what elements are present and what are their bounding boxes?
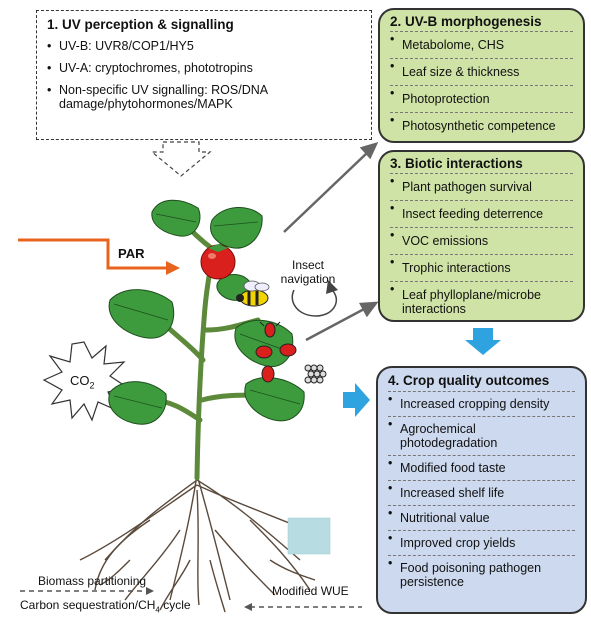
down-blue-arrow bbox=[465, 328, 501, 355]
box4-item: Nutritional value bbox=[388, 505, 575, 530]
co2-text: CO bbox=[70, 373, 90, 388]
biomass-label: Biomass partitioning bbox=[38, 574, 147, 588]
par-arrow bbox=[18, 238, 170, 270]
box2-item: Metabolome, CHS bbox=[390, 31, 573, 58]
carbon-label: Carbon sequestration/CH4 cycle bbox=[20, 598, 191, 614]
box4-item: Food poisoning pathogen persistence bbox=[388, 555, 575, 594]
wue-label: Modified WUE bbox=[272, 584, 349, 598]
carbon-subscript: 4 bbox=[155, 605, 160, 615]
egg-cluster-icon bbox=[304, 364, 327, 384]
bottom-arrows bbox=[20, 590, 362, 608]
uv-perception-box: 1. UV perception & signalling UV-B: UVR8… bbox=[36, 10, 372, 140]
co2-burst bbox=[42, 341, 130, 422]
box1-item: UV-B: UVR8/COP1/HY5 bbox=[47, 39, 361, 53]
carbon-text: Carbon sequestration/CH bbox=[20, 598, 156, 612]
insect-navigation-label: Insect navigation bbox=[280, 258, 336, 286]
co2-subscript: 2 bbox=[89, 380, 95, 391]
co2-label: CO2 bbox=[70, 373, 95, 391]
box4-item: Modified food taste bbox=[388, 455, 575, 480]
box4-item: Increased shelf life bbox=[388, 480, 575, 505]
box1-item: UV-A: cryptochromes, phototropins bbox=[47, 61, 361, 75]
box2-title: 2. UV-B morphogenesis bbox=[390, 14, 542, 29]
box1-item: Non-specific UV signalling: ROS/DNA dama… bbox=[47, 83, 367, 111]
pointer-arrows bbox=[283, 142, 379, 342]
box1-title: 1. UV perception & signalling bbox=[47, 17, 234, 32]
box3-item: Trophic interactions bbox=[390, 254, 573, 281]
box2-item: Photoprotection bbox=[390, 85, 573, 112]
crop-quality-box: 4. Crop quality outcomes Increased cropp… bbox=[376, 366, 587, 614]
biotic-interactions-box: 3. Biotic interactions Plant pathogen su… bbox=[378, 150, 585, 322]
tomato-icon bbox=[200, 244, 236, 280]
box3-item: Insect feeding deterrence bbox=[390, 200, 573, 227]
signal-arrow bbox=[150, 141, 212, 177]
box2-item: Leaf size & thickness bbox=[390, 58, 573, 85]
box2-item: Photosynthetic competence bbox=[390, 112, 573, 139]
navigation-arrow-icon bbox=[291, 289, 337, 317]
box4-item: Improved crop yields bbox=[388, 530, 575, 555]
box3-item: VOC emissions bbox=[390, 227, 573, 254]
water-icon bbox=[287, 517, 331, 555]
box3-title: 3. Biotic interactions bbox=[390, 156, 523, 171]
box3-item: Plant pathogen survival bbox=[390, 173, 573, 200]
bee-icon bbox=[236, 280, 270, 307]
box4-item: Increased cropping density bbox=[388, 391, 575, 416]
par-label: PAR bbox=[118, 246, 145, 261]
box3-item: Leaf phylloplane/microbe interactions bbox=[390, 281, 573, 322]
beetle-icons bbox=[255, 321, 297, 383]
carbon-tail: cycle bbox=[159, 598, 191, 612]
box4-title: 4. Crop quality outcomes bbox=[388, 373, 550, 388]
right-blue-arrow bbox=[343, 383, 370, 417]
uvb-morphogenesis-box: 2. UV-B morphogenesis Metabolome, CHS Le… bbox=[378, 8, 585, 143]
box4-item: Agrochemical photodegradation bbox=[388, 416, 575, 455]
